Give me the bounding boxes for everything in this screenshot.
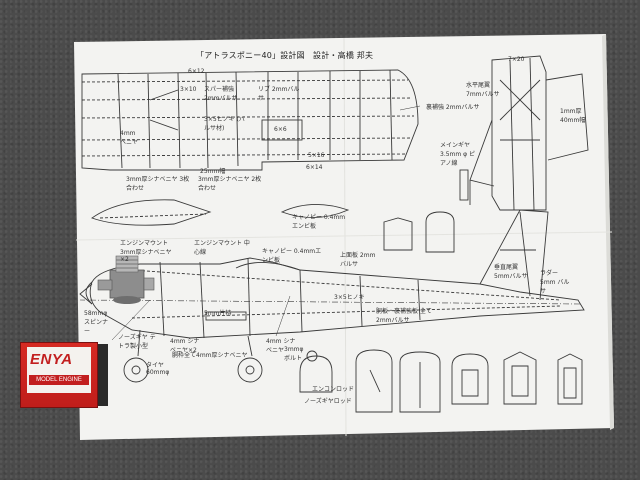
label-l5: 3×5ヒノキ (バルサ材) <box>204 116 245 132</box>
label-l6: 6×6 <box>274 126 287 133</box>
label-l31: 胴枠全て4mm厚シナベニヤ <box>172 352 248 359</box>
label-l25: 胴板・裏補強板 全て2mmバルサ <box>376 308 432 324</box>
label-l10: 25mm幅 <box>200 168 226 175</box>
engine-box: ENYA MODEL ENGINE <box>20 342 108 410</box>
canopy-outline <box>91 199 212 226</box>
label-l11: 5×16 <box>308 152 325 159</box>
label-l16: メインギヤ 3.5mm φ ピアノ線 <box>440 142 476 167</box>
plan-drawing <box>79 55 589 413</box>
label-l12: 6×14 <box>306 164 323 171</box>
fuselage-side <box>79 209 585 339</box>
brand-logo: ENYA <box>30 351 73 368</box>
label-l35: エンコンロッド <box>312 386 355 393</box>
label-l28: 58mmφ スピンナー <box>84 310 109 335</box>
engine <box>97 255 155 304</box>
label-l1: 6×12 <box>188 68 205 75</box>
label-l33: 3mmφ ボルト <box>284 346 304 362</box>
brand-subtitle: MODEL ENGINE <box>29 375 89 385</box>
label-l24: ラダー 5mm バルサ <box>540 270 570 295</box>
landing-gear <box>123 329 318 383</box>
label-l26: 3×5ヒノキ <box>334 294 365 301</box>
plan-title: 「アトラスポニー40」設計図 設計・高橋 邦夫 <box>196 51 374 60</box>
label-l22: 上面板 2mmバルサ <box>340 252 376 268</box>
box-front-panel: ENYA MODEL ENGINE <box>20 342 98 408</box>
spinner-outline <box>79 283 93 305</box>
label-l20: エンジンマウント 中心線 <box>194 240 250 256</box>
tail-plan <box>459 55 589 211</box>
label-l8: 3mm厚シナベニヤ 3枚合わせ <box>126 176 190 192</box>
paper-sheet <box>74 34 614 440</box>
vertical-fin <box>479 209 549 301</box>
label-l15: 水平尾翼 7mmバルサ <box>466 82 500 98</box>
label-l14: 7×20 <box>508 56 525 63</box>
canopy-glass <box>280 204 350 218</box>
main-wheel <box>237 357 263 383</box>
label-l19: エンジンマウント 3mm厚シナベニヤ×2 <box>120 240 172 263</box>
label-l2: 3×10 <box>180 86 197 93</box>
label-l27: 5mm片持 <box>204 310 232 317</box>
label-l13: 裏補強 2mmバルサ <box>426 104 480 111</box>
label-l21: キャノピー 0.4mmエンビ板 <box>262 248 322 264</box>
label-l17: 1mm厚 40mm幅 <box>560 108 586 124</box>
box-side-panel <box>96 344 108 406</box>
label-l30: 4mm シナベニヤ×2 <box>170 338 200 354</box>
label-l18: キャノピー 0.4mmエンビ板 <box>292 214 346 230</box>
label-l32: 4mm シナベニヤ <box>266 338 296 354</box>
label-l34: タイヤ 60mmφ <box>146 362 170 376</box>
label-l9: 3mm厚シナベニヤ 2枚合わせ <box>198 176 262 192</box>
label-l4: リブ 2mmバルサ <box>258 86 300 102</box>
label-l36: ノーズギヤロッド <box>304 398 352 405</box>
label-l3: スパー補強 2mmバルサ <box>204 86 238 102</box>
nose-wheel <box>123 357 149 383</box>
label-l7: 4mm ベニヤ <box>120 130 139 146</box>
label-l23: 垂直尾翼 5mmバルサ <box>494 264 528 280</box>
label-l29: ノーズギヤ テトラ製小型 <box>118 334 156 350</box>
formers-row <box>299 211 583 413</box>
box-label-area <box>27 347 91 393</box>
wing-plan <box>81 69 419 171</box>
